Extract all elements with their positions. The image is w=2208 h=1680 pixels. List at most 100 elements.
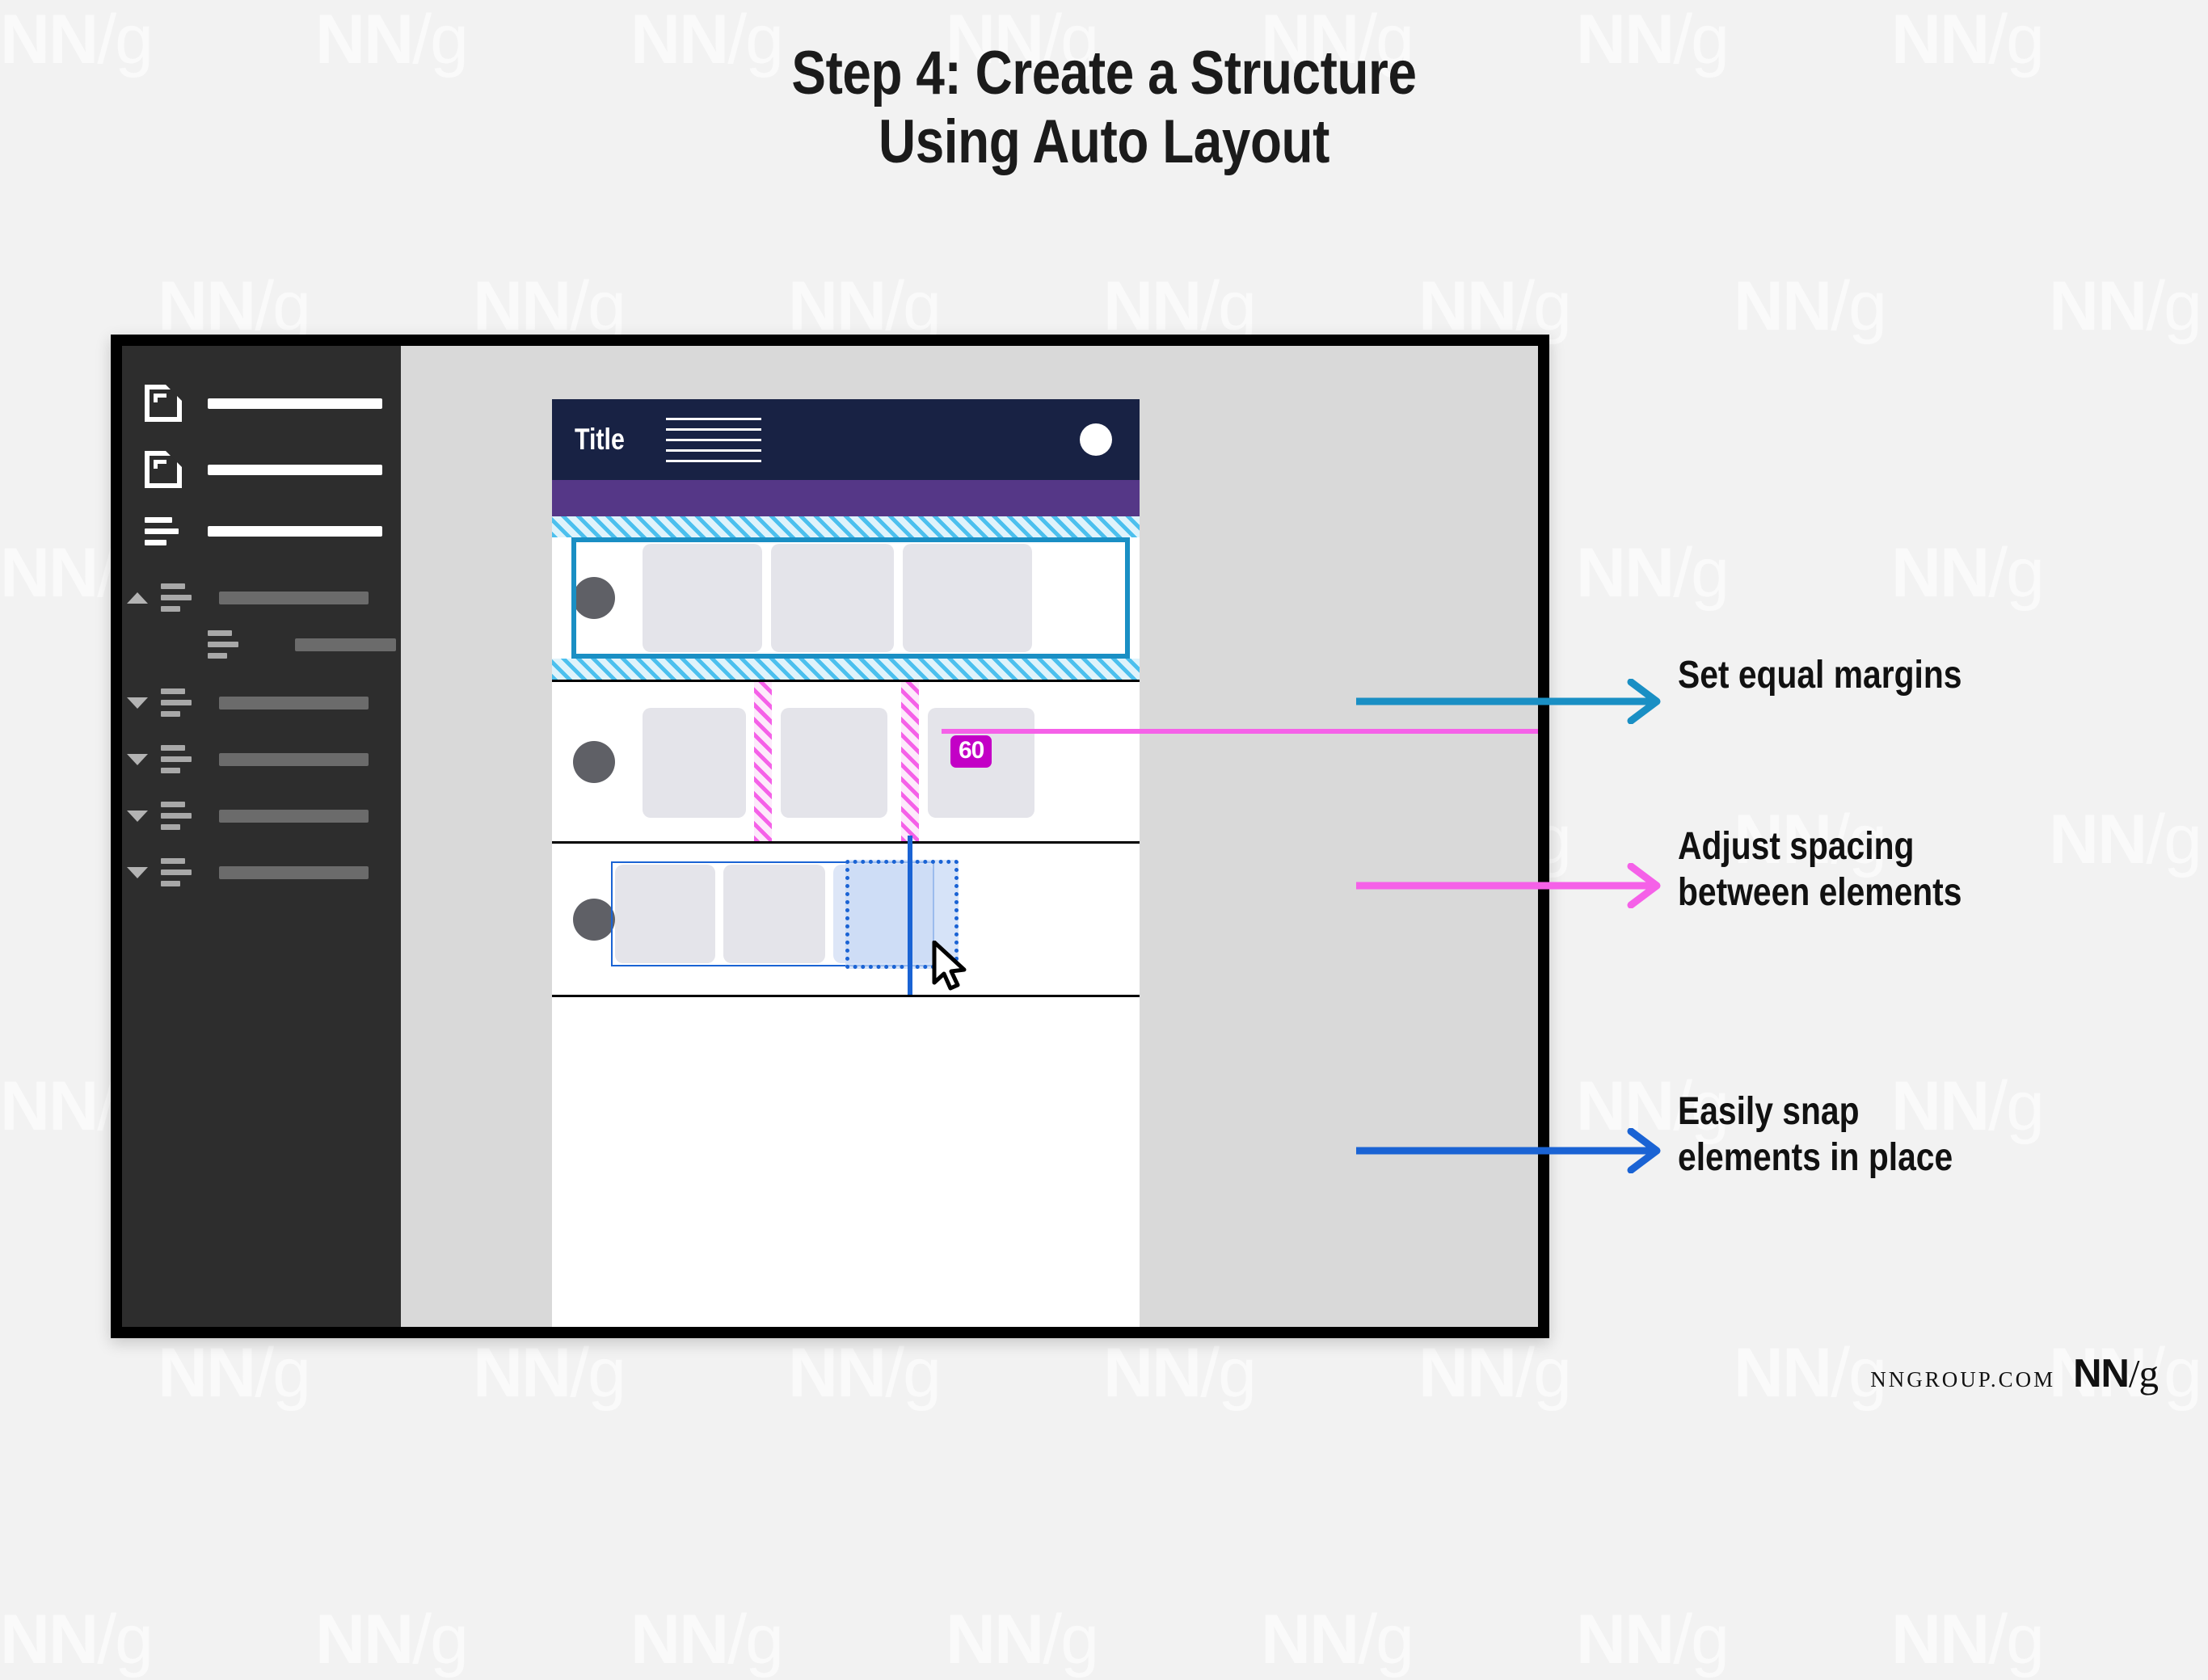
margin-hatch-bottom	[552, 659, 1140, 680]
watermark-nng: NN/g	[2049, 801, 2202, 878]
avatar	[573, 740, 615, 783]
layer-item-group-5[interactable]	[127, 802, 394, 830]
mockup-row-snapping[interactable]	[552, 836, 1140, 1009]
watermark-nng: NN/g	[1103, 1334, 1257, 1412]
hamburger-icon	[161, 583, 198, 612]
margin-hatch-top	[552, 516, 1140, 537]
design-tool-window: Title	[111, 335, 1549, 1338]
avatar	[573, 577, 615, 619]
selection-outline-margins[interactable]	[571, 537, 1130, 659]
mockup-header-title: Title	[575, 423, 625, 456]
layer-item-group-2[interactable]	[127, 583, 394, 612]
frame-icon	[145, 451, 182, 488]
watermark-nng: NN/g	[1891, 534, 2045, 612]
layer-item-label-bar	[219, 696, 369, 709]
watermark-nng: NN/g	[473, 1334, 626, 1412]
card[interactable]	[643, 708, 746, 818]
mockup-header-text-lines	[666, 417, 762, 462]
hamburger-icon	[161, 858, 198, 886]
watermark-nng: NN/g	[1734, 1334, 1887, 1412]
mockup-subbar	[552, 480, 1140, 516]
annotation-easily-snap: Easily snap elements in place	[1356, 1089, 2001, 1181]
avatar	[573, 898, 615, 941]
watermark-nng: NN/g	[630, 1601, 784, 1678]
watermark-nng: NN/g	[1261, 1601, 1414, 1678]
layer-item-label-bar	[219, 865, 369, 879]
annotation-adjust-spacing: Adjust spacing between elements	[1356, 824, 2012, 916]
annotation-text: Easily snap elements in place	[1678, 1090, 1953, 1179]
watermark-nng: NN/g	[1734, 267, 1887, 345]
mockup-header-avatar	[1080, 423, 1112, 456]
page-title: Step 4: Create a Structure Using Auto La…	[0, 39, 2208, 176]
mockup-artboard[interactable]: Title	[552, 399, 1538, 1327]
watermark-nng: NN/g	[0, 1601, 154, 1678]
nng-logo-nn: NN	[2073, 1352, 2130, 1396]
layer-item-label-bar	[208, 398, 382, 409]
annotation-set-equal-margins: Set equal margins	[1356, 653, 2012, 724]
layer-item-group-4[interactable]	[127, 745, 394, 773]
arrow-darkblue-icon	[1356, 1128, 1661, 1173]
page-title-line-1: Step 4: Create a Structure	[791, 39, 1417, 107]
watermark-nng: NN/g	[1418, 1334, 1572, 1412]
spacing-hatch-1	[754, 682, 772, 841]
watermark-nng: NN/g	[1891, 1601, 2045, 1678]
layer-item-group-6[interactable]	[127, 858, 394, 886]
watermark-nng: NN/g	[1576, 1601, 1730, 1678]
footer-branding: NNGROUP.COM NN/g	[1870, 1350, 2159, 1396]
spacing-hatch-2	[901, 682, 919, 841]
annotation-text: Adjust spacing between elements	[1678, 825, 1962, 914]
hamburger-icon	[161, 688, 198, 717]
chevron-down-icon[interactable]	[127, 697, 148, 709]
mockup-header: Title	[552, 399, 1140, 480]
chevron-down-icon[interactable]	[127, 753, 148, 765]
spacing-value-badge: 60	[950, 735, 992, 768]
layer-item-group-3[interactable]	[127, 688, 394, 717]
chevron-down-icon[interactable]	[127, 866, 148, 878]
nng-logo-slash: /	[2128, 1351, 2140, 1396]
card[interactable]	[615, 865, 715, 963]
arrow-pink-icon	[1356, 863, 1661, 908]
card[interactable]	[723, 865, 825, 963]
frame-icon	[145, 385, 182, 422]
mockup-row-margins[interactable]	[552, 516, 1140, 680]
spacing-annotation-line	[942, 729, 1538, 734]
layer-item-frame-1[interactable]	[145, 385, 387, 422]
layer-item-label-bar	[219, 809, 369, 823]
hamburger-icon	[161, 802, 198, 830]
chevron-up-icon[interactable]	[127, 592, 148, 604]
layer-item-label-bar	[219, 752, 369, 766]
card[interactable]	[771, 544, 894, 652]
nng-logo: NN/g	[2073, 1350, 2159, 1396]
watermark-nng: NN/g	[158, 1334, 311, 1412]
chevron-down-icon[interactable]	[127, 810, 148, 822]
card[interactable]	[903, 544, 1032, 652]
layer-item-frame-2[interactable]	[145, 451, 387, 488]
layer-item-child-1[interactable]	[208, 630, 402, 659]
hamburger-icon	[161, 745, 198, 773]
hamburger-icon	[208, 630, 245, 659]
watermark-nng: NN/g	[946, 1601, 1099, 1678]
watermark-nng: NN/g	[2049, 267, 2202, 345]
page-title-line-2: Using Auto Layout	[879, 107, 1329, 177]
layer-item-label-bar	[208, 464, 382, 475]
mockup-row-empty[interactable]	[552, 995, 1140, 1067]
layer-item-label-bar	[219, 591, 369, 604]
card[interactable]	[781, 708, 887, 818]
hamburger-icon	[145, 517, 182, 545]
snap-guide-line	[908, 836, 912, 1009]
layer-item-label-bar	[295, 638, 396, 651]
watermark-nng: NN/g	[315, 1601, 469, 1678]
card[interactable]	[643, 544, 762, 652]
mockup-row-spacing[interactable]: 60	[552, 680, 1538, 841]
watermark-nng: NN/g	[1576, 534, 1730, 612]
design-tool-window-inner: Title	[122, 346, 1538, 1327]
layer-item-label-bar	[208, 526, 382, 537]
annotation-text: Set equal margins	[1678, 654, 1962, 697]
cursor-arrow-icon	[932, 941, 967, 991]
nng-logo-g: g	[2138, 1351, 2159, 1396]
arrow-blue-icon	[1356, 679, 1661, 724]
layer-item-group-1[interactable]	[145, 517, 387, 545]
layers-panel[interactable]	[122, 346, 401, 1327]
design-canvas[interactable]: Title	[401, 346, 1538, 1327]
watermark-nng: NN/g	[788, 1334, 942, 1412]
